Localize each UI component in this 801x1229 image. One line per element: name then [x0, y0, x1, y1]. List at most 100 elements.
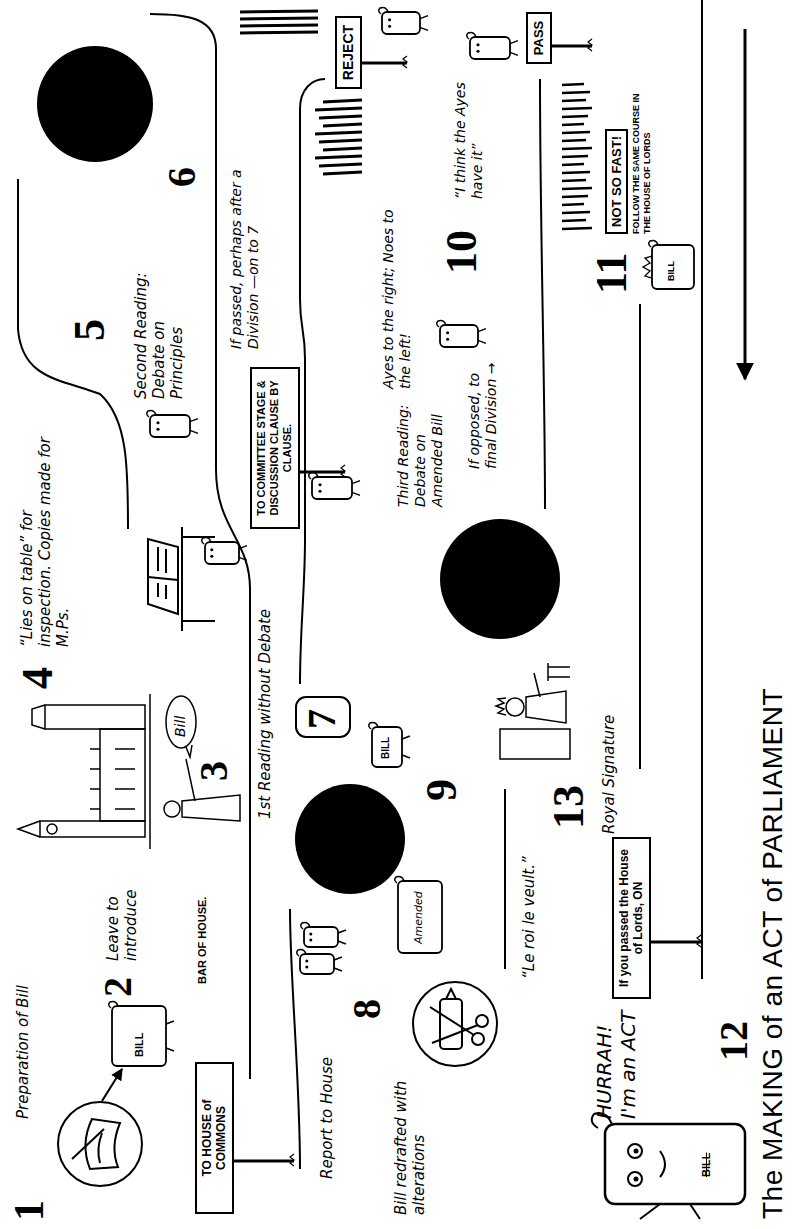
bank-hatching [562, 132, 590, 133]
preparation-vignette [85, 1119, 120, 1169]
bill-figure [300, 954, 334, 974]
speaker-figure [166, 696, 196, 748]
bill-figure [112, 1006, 166, 1066]
bank-hatching [562, 124, 584, 125]
grass-tuft [403, 56, 407, 68]
sign-text: If you passed the House of Lords, ON [617, 845, 646, 991]
bill-figure [301, 923, 310, 930]
bill-figure [156, 428, 159, 431]
small-label: BILL [700, 1153, 713, 1177]
handwritten-note: Second Reading: Debate on Principles [132, 249, 186, 399]
redraft-vignette [432, 1025, 478, 1043]
signpost-board: REJECT [335, 16, 362, 89]
bank-hatching [319, 140, 362, 142]
bank-hatching [323, 124, 362, 126]
bill-figure [652, 245, 694, 289]
bill-figure [382, 12, 420, 34]
signpost-board: TO COMMITTEE STAGE & DISCUSSION CLAUSE B… [250, 367, 300, 529]
sign-text: TO COMMITTEE STAGE & DISCUSSION CLAUSE B… [255, 375, 295, 521]
speaker-figure [164, 696, 240, 821]
bill-figure [190, 419, 198, 434]
handwritten-note: Leave to introduce [104, 861, 140, 961]
bank-hatching [319, 164, 362, 166]
bank-hatching [562, 212, 590, 213]
bank-hatching [562, 196, 588, 197]
handwritten-note: “Le roi le veult.” [520, 856, 538, 979]
king-figure [496, 663, 570, 759]
bank-hatching [562, 100, 586, 101]
bill-figure [402, 736, 410, 758]
table-and-book [181, 527, 183, 631]
sign-text: REJECT [340, 24, 357, 81]
act-scroll [640, 1204, 700, 1219]
king-figure [506, 698, 524, 716]
sign-text: TO HOUSE of COMMONS [200, 1070, 229, 1206]
signpost [362, 62, 407, 65]
step-number: 3 [192, 761, 236, 781]
road [290, 909, 300, 1169]
handwritten-note: Bill [172, 716, 189, 737]
houses-of-parliament [115, 749, 135, 809]
bill-figure [649, 241, 658, 248]
handwritten-note: If opposed, to final Division → [466, 359, 500, 469]
bill-figure [210, 548, 213, 551]
act-scroll [634, 1177, 639, 1182]
bank-hatching [240, 32, 318, 33]
road [639, 304, 641, 769]
bill-figure [205, 542, 239, 564]
preparation-vignette [58, 1102, 142, 1186]
bank-hatching [315, 132, 362, 134]
bill-figure [318, 490, 321, 493]
signpost [234, 1160, 294, 1163]
signpost-board: If you passed the House of Lords, ON [612, 837, 651, 999]
seven-frame [296, 697, 350, 737]
handwritten-note: Ayes to the right; Noes to the left! [380, 204, 414, 389]
handwritten-note: Bill redrafted with alterations [392, 1075, 428, 1215]
redraft-vignette [446, 989, 456, 999]
sign-text: NOT SO FAST! [605, 129, 628, 234]
notice-box: NOT SO FAST!FOLLOW THE SAME COURSE IN TH… [605, 92, 653, 234]
step-number: 11 [588, 252, 636, 294]
bill-figure [156, 421, 159, 424]
sign-text: PASS [531, 20, 547, 56]
table-and-book [148, 539, 178, 614]
grass-tuft [588, 39, 592, 51]
bill-figure [446, 331, 449, 334]
bank-hatching [562, 92, 590, 93]
step-number: 8 [345, 999, 389, 1019]
step-number: 6 [160, 167, 204, 187]
bank-hatching [315, 156, 362, 158]
bill-figure [395, 877, 404, 884]
bank-hatching [562, 188, 592, 189]
small-label: BAR OF HOUSE. [196, 874, 209, 984]
signpost [651, 941, 701, 944]
signpost [300, 471, 345, 474]
handwritten-note: “I think the Ayes have it” [452, 74, 486, 199]
redraft-vignette [413, 982, 497, 1066]
bank-hatching [323, 172, 362, 174]
signpost [552, 45, 592, 48]
bill-figure [388, 25, 391, 28]
title: The MAKING of an ACT of PARLIAMENT [756, 688, 790, 1219]
bill-figure [379, 8, 388, 15]
bank-hatching [562, 172, 590, 173]
black-circle [37, 46, 560, 894]
preparation-vignette [58, 1102, 142, 1186]
bill-figure [312, 477, 352, 499]
bill-figure [309, 939, 312, 942]
bank-hatching [240, 11, 318, 12]
houses-of-parliament [18, 821, 40, 837]
road [300, 79, 325, 684]
houses-of-parliament [45, 705, 145, 729]
arrows [102, 1069, 122, 1101]
preparation-vignette [98, 1133, 102, 1163]
bill-figure [309, 933, 312, 936]
act-scroll [634, 1149, 639, 1154]
step-number: 10 [438, 230, 486, 274]
step-number: 12 [712, 1021, 756, 1061]
handwritten-note: Third Reading: Debate on Amended Bill [395, 392, 445, 507]
bill-figure [446, 338, 449, 341]
sign-note: FOLLOW THE SAME COURSE IN THE HOUSE OF L… [631, 92, 653, 234]
bill-figure [147, 411, 156, 418]
